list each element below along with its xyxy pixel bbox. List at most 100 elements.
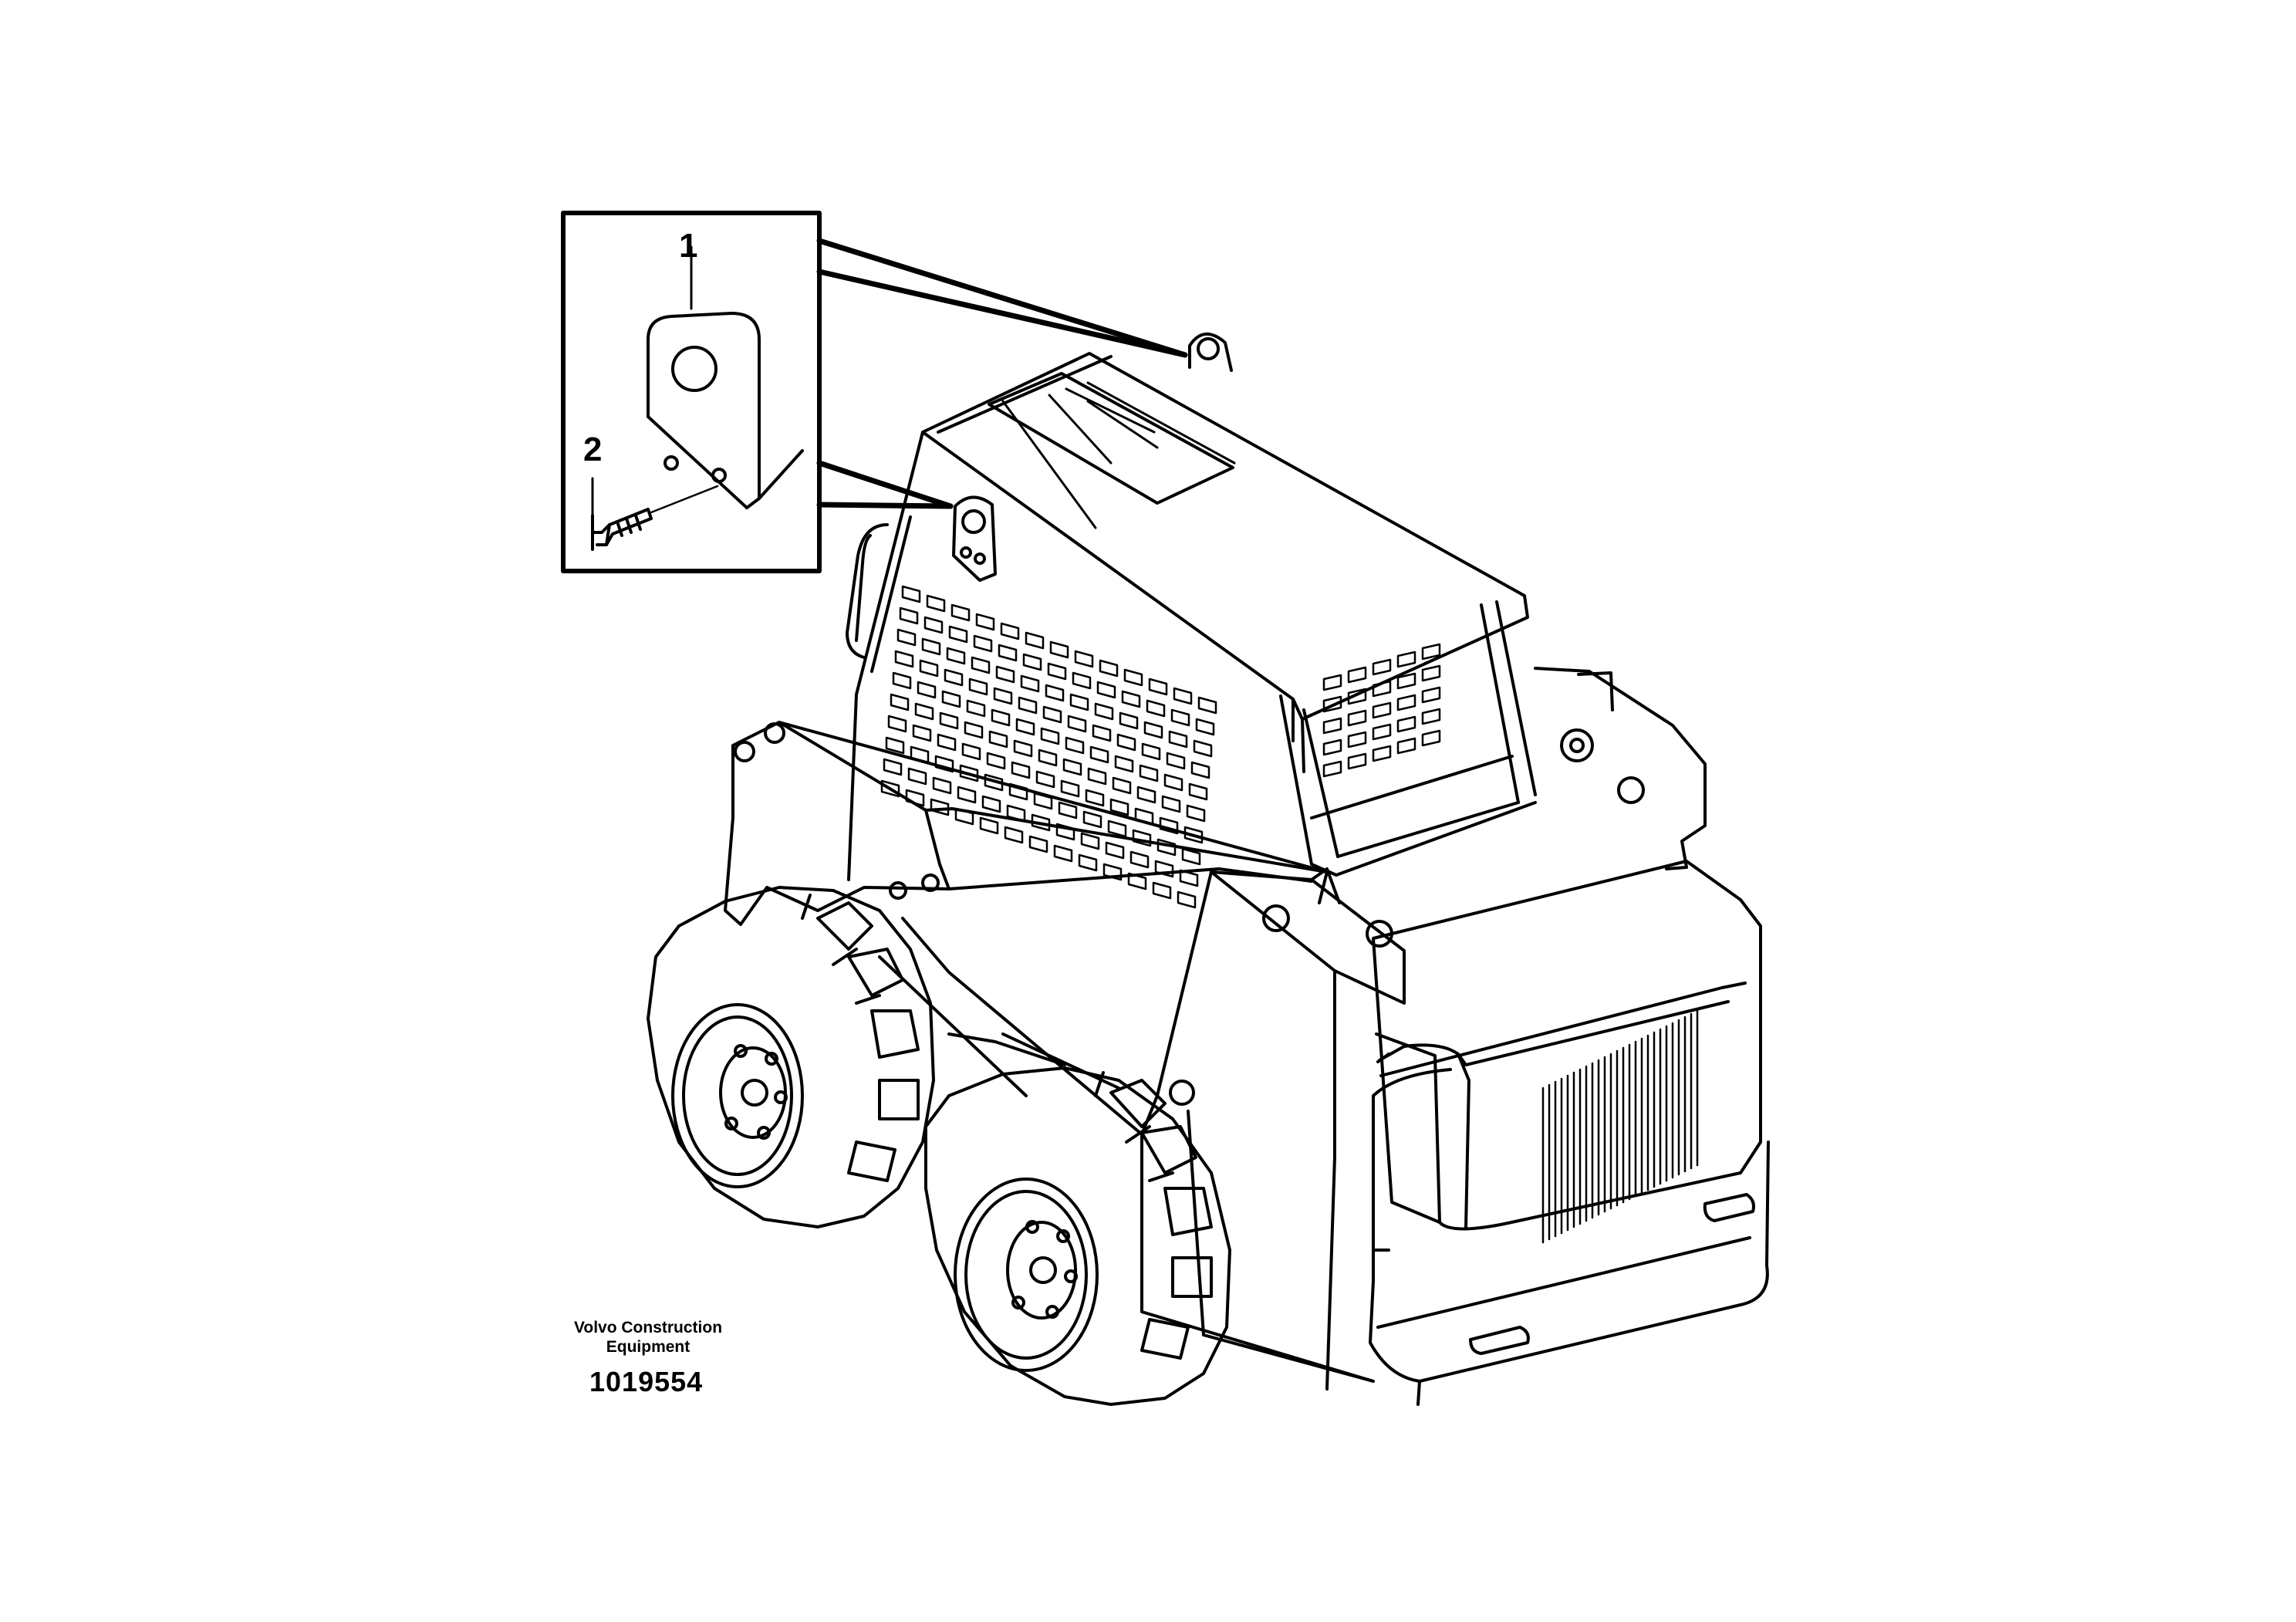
perforation-cell xyxy=(1053,844,1073,863)
perforation-cell xyxy=(1396,715,1416,733)
perforation-cell xyxy=(901,585,921,603)
perforation-cell xyxy=(979,816,999,835)
perforation-cell xyxy=(907,767,927,786)
perforation-cell xyxy=(1136,786,1156,804)
perforation-cell xyxy=(1011,761,1031,779)
perforation-cell xyxy=(1102,863,1123,881)
perforation-cell xyxy=(1396,672,1416,690)
perforation-cell xyxy=(1347,688,1367,705)
perforation-cell xyxy=(1074,650,1094,668)
perforation-cell xyxy=(1322,695,1342,713)
perforation-cell xyxy=(1166,752,1186,770)
perforation-cell xyxy=(892,671,912,690)
perforation-cell xyxy=(1015,718,1035,736)
manufacturer-label: Volvo Construction Equipment xyxy=(555,1318,741,1357)
perforation-cell xyxy=(948,625,968,644)
perforation-cell xyxy=(1018,696,1038,715)
perforation-cell xyxy=(1067,715,1087,733)
perforation-cell xyxy=(1096,681,1116,699)
perforation-cell xyxy=(1421,708,1441,725)
perforation-cell xyxy=(1421,664,1441,682)
perforation-cell xyxy=(1105,841,1125,860)
perforation-cell xyxy=(1129,850,1150,869)
perforation-cell xyxy=(1045,684,1065,702)
bolt-detail xyxy=(591,477,719,551)
perforation-cell xyxy=(1396,650,1416,668)
perforation-cell xyxy=(1170,708,1190,727)
perforation-cell xyxy=(1004,826,1024,844)
perforation-cell xyxy=(1347,752,1367,770)
perforation-cell xyxy=(1094,702,1114,721)
perforation-cell xyxy=(1116,733,1136,752)
perforation-cell xyxy=(1181,847,1201,866)
perforation-cell xyxy=(1038,748,1058,767)
detail-inset xyxy=(561,211,1188,573)
perforation-cell xyxy=(937,733,957,752)
perforation-cell xyxy=(1195,718,1215,736)
perforation-cell xyxy=(1072,671,1092,690)
perforation-cell xyxy=(1421,686,1441,704)
perforation-cell xyxy=(1190,761,1210,779)
perforation-cell xyxy=(1114,755,1134,773)
perforation-cell xyxy=(890,693,910,711)
perforation-cell xyxy=(986,752,1006,770)
perforation-cell xyxy=(1197,696,1217,715)
perforation-cell xyxy=(930,798,950,816)
perforation-cell xyxy=(1040,727,1060,745)
perforation-cell xyxy=(1146,699,1166,718)
perforation-cell xyxy=(1188,782,1208,801)
engine-grille xyxy=(1541,1009,1699,1244)
perforation-cell xyxy=(988,730,1008,748)
perforation-cell xyxy=(1152,881,1172,900)
perforation-cell xyxy=(966,699,986,718)
perforation-cell xyxy=(995,665,1015,684)
perforation-cell xyxy=(1421,729,1441,747)
side-screen-perforations xyxy=(880,585,1217,909)
callout-1: 1 xyxy=(679,227,698,265)
perforation-cell xyxy=(894,650,914,668)
lifting-bracket-detail xyxy=(647,245,804,509)
manufacturer-line-1: Volvo Construction xyxy=(573,1319,723,1336)
perforation-cell xyxy=(919,659,939,678)
perforation-cell xyxy=(1078,853,1098,872)
perforation-cell xyxy=(1347,709,1367,727)
perforation-cell xyxy=(1000,622,1020,640)
perforation-cell xyxy=(1141,742,1161,761)
perforation-cell xyxy=(1193,739,1213,758)
front-wheel xyxy=(924,1066,1231,1406)
perforation-cell xyxy=(1069,693,1089,711)
perforation-cell xyxy=(912,724,932,742)
perforation-cell xyxy=(1099,659,1119,678)
perforation-cell xyxy=(887,715,907,733)
perforation-cell xyxy=(973,634,993,653)
perforation-cell xyxy=(1042,705,1062,724)
perforation-cell xyxy=(1396,737,1416,755)
perforation-cell xyxy=(923,616,944,634)
perforation-cell xyxy=(1148,678,1168,696)
perforation-cell xyxy=(914,702,934,721)
perforation-cell xyxy=(1035,770,1055,789)
perforation-cell xyxy=(885,736,905,755)
perforation-cell xyxy=(944,668,964,687)
perforation-cell xyxy=(1062,758,1082,776)
perforation-cell xyxy=(1154,860,1174,878)
perforation-cell xyxy=(984,773,1004,792)
perforation-cell xyxy=(1123,668,1143,687)
perforation-cell xyxy=(1085,789,1105,807)
perforation-cell xyxy=(1347,731,1367,748)
perforation-cell xyxy=(1139,764,1159,782)
perforation-cell xyxy=(1173,687,1193,705)
perforation-cell xyxy=(1121,690,1141,708)
perforation-cell xyxy=(1421,643,1441,661)
perforation-cell xyxy=(921,637,941,656)
perforation-cell xyxy=(1372,723,1392,741)
perforation-cell xyxy=(961,742,981,761)
perforation-cell xyxy=(1089,745,1109,764)
perforation-cell xyxy=(991,708,1011,727)
perforation-cell xyxy=(1372,745,1392,762)
perforation-cell xyxy=(1347,666,1367,684)
perforation-cell xyxy=(1022,653,1042,671)
perforation-cell xyxy=(926,594,946,613)
perforation-cell xyxy=(1396,694,1416,711)
